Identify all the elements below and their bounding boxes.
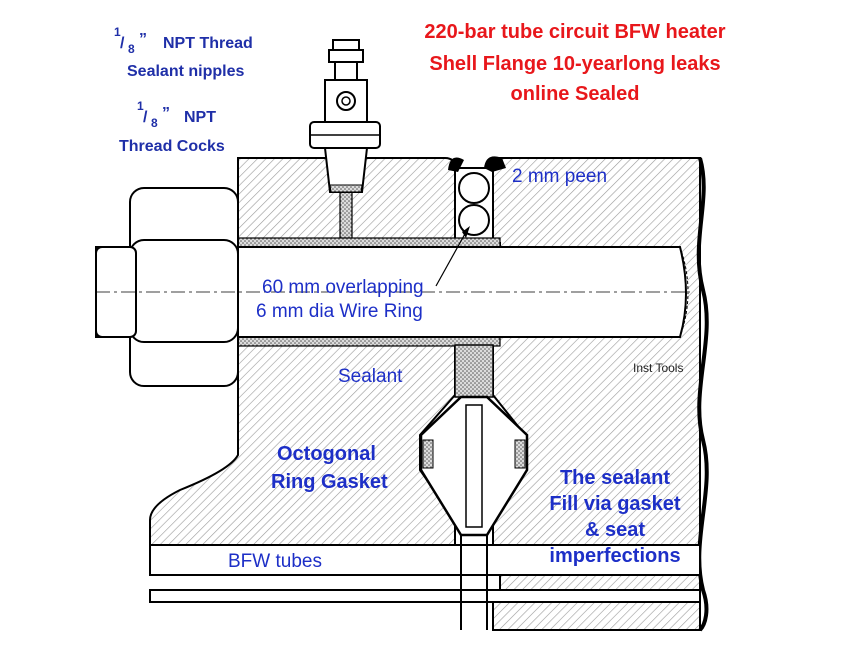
wire-ring-line-2: 6 mm dia Wire Ring [256,301,423,322]
bolt-thread-end [679,246,689,338]
hex-nut-face [129,239,239,343]
title-block: 220-bar tube circuit BFW heater Shell Fl… [424,21,725,105]
fill-line-1: The sealant [560,467,670,489]
peen-mark-right [484,156,506,172]
fill-line-4: imperfections [549,545,680,567]
cocks-fraction-num: 1 [137,99,144,113]
gasket-inner-face [465,404,483,528]
nipples-fraction-num: 1 [114,25,121,39]
break-line [696,157,709,632]
wire-ring-lower [458,204,490,236]
sealant-channel [339,184,353,241]
watermark: Inst Tools [633,361,683,375]
cocks-fraction-den: 8 [151,116,158,130]
fill-line-3: & seat [585,519,645,541]
bfw-tube-upper [149,544,701,576]
wire-ring-upper [458,172,490,204]
cocks-line-2: Thread Cocks [119,138,225,155]
nipples-label: 1 / 8 ” NPT Thread Sealant nipples [114,25,253,80]
cocks-label: 1 / 8 ” NPT Thread Cocks [119,99,225,155]
sealant-nipple [309,39,381,193]
cocks-line-1: NPT [184,109,216,126]
gasket-line-1: Octogonal [277,443,376,465]
gasket-seat-left [422,439,434,469]
wire-ring-line-1: 60 mm overlapping [262,277,424,298]
gasket-line-2: Ring Gasket [271,471,388,493]
peen-label: 2 mm peen [512,166,607,187]
sealant-label: Sealant [338,366,403,387]
sealant-gap [454,344,494,398]
nipples-line-2: Sealant nipples [127,63,244,80]
wire-ring-label: 60 mm overlapping 6 mm dia Wire Ring [256,277,424,322]
title-line-3: online Sealed [511,83,640,105]
gasket-seat-right [514,439,526,469]
nipples-fraction-den: 8 [128,42,135,56]
nipples-line-1: NPT Thread [163,35,253,52]
nipples-inch-mark: ” [139,31,147,48]
cocks-fraction-slash: / [143,109,148,126]
wire-ring-leader [435,231,467,287]
title-line-2: Shell Flange 10-yearlong leaks [429,53,720,75]
fill-label: The sealant Fill via gasket & seat imper… [549,467,681,567]
gasket-label: Octogonal Ring Gasket [271,443,388,493]
fill-line-2: Fill via gasket [549,493,681,515]
title-line-1: 220-bar tube circuit BFW heater [424,21,725,43]
cocks-inch-mark: ” [162,105,170,122]
peen-mark-left [448,157,464,172]
bfw-tube-lower [149,589,701,603]
nipples-fraction-slash: / [120,35,125,52]
bfw-tubes-label: BFW tubes [228,551,322,572]
